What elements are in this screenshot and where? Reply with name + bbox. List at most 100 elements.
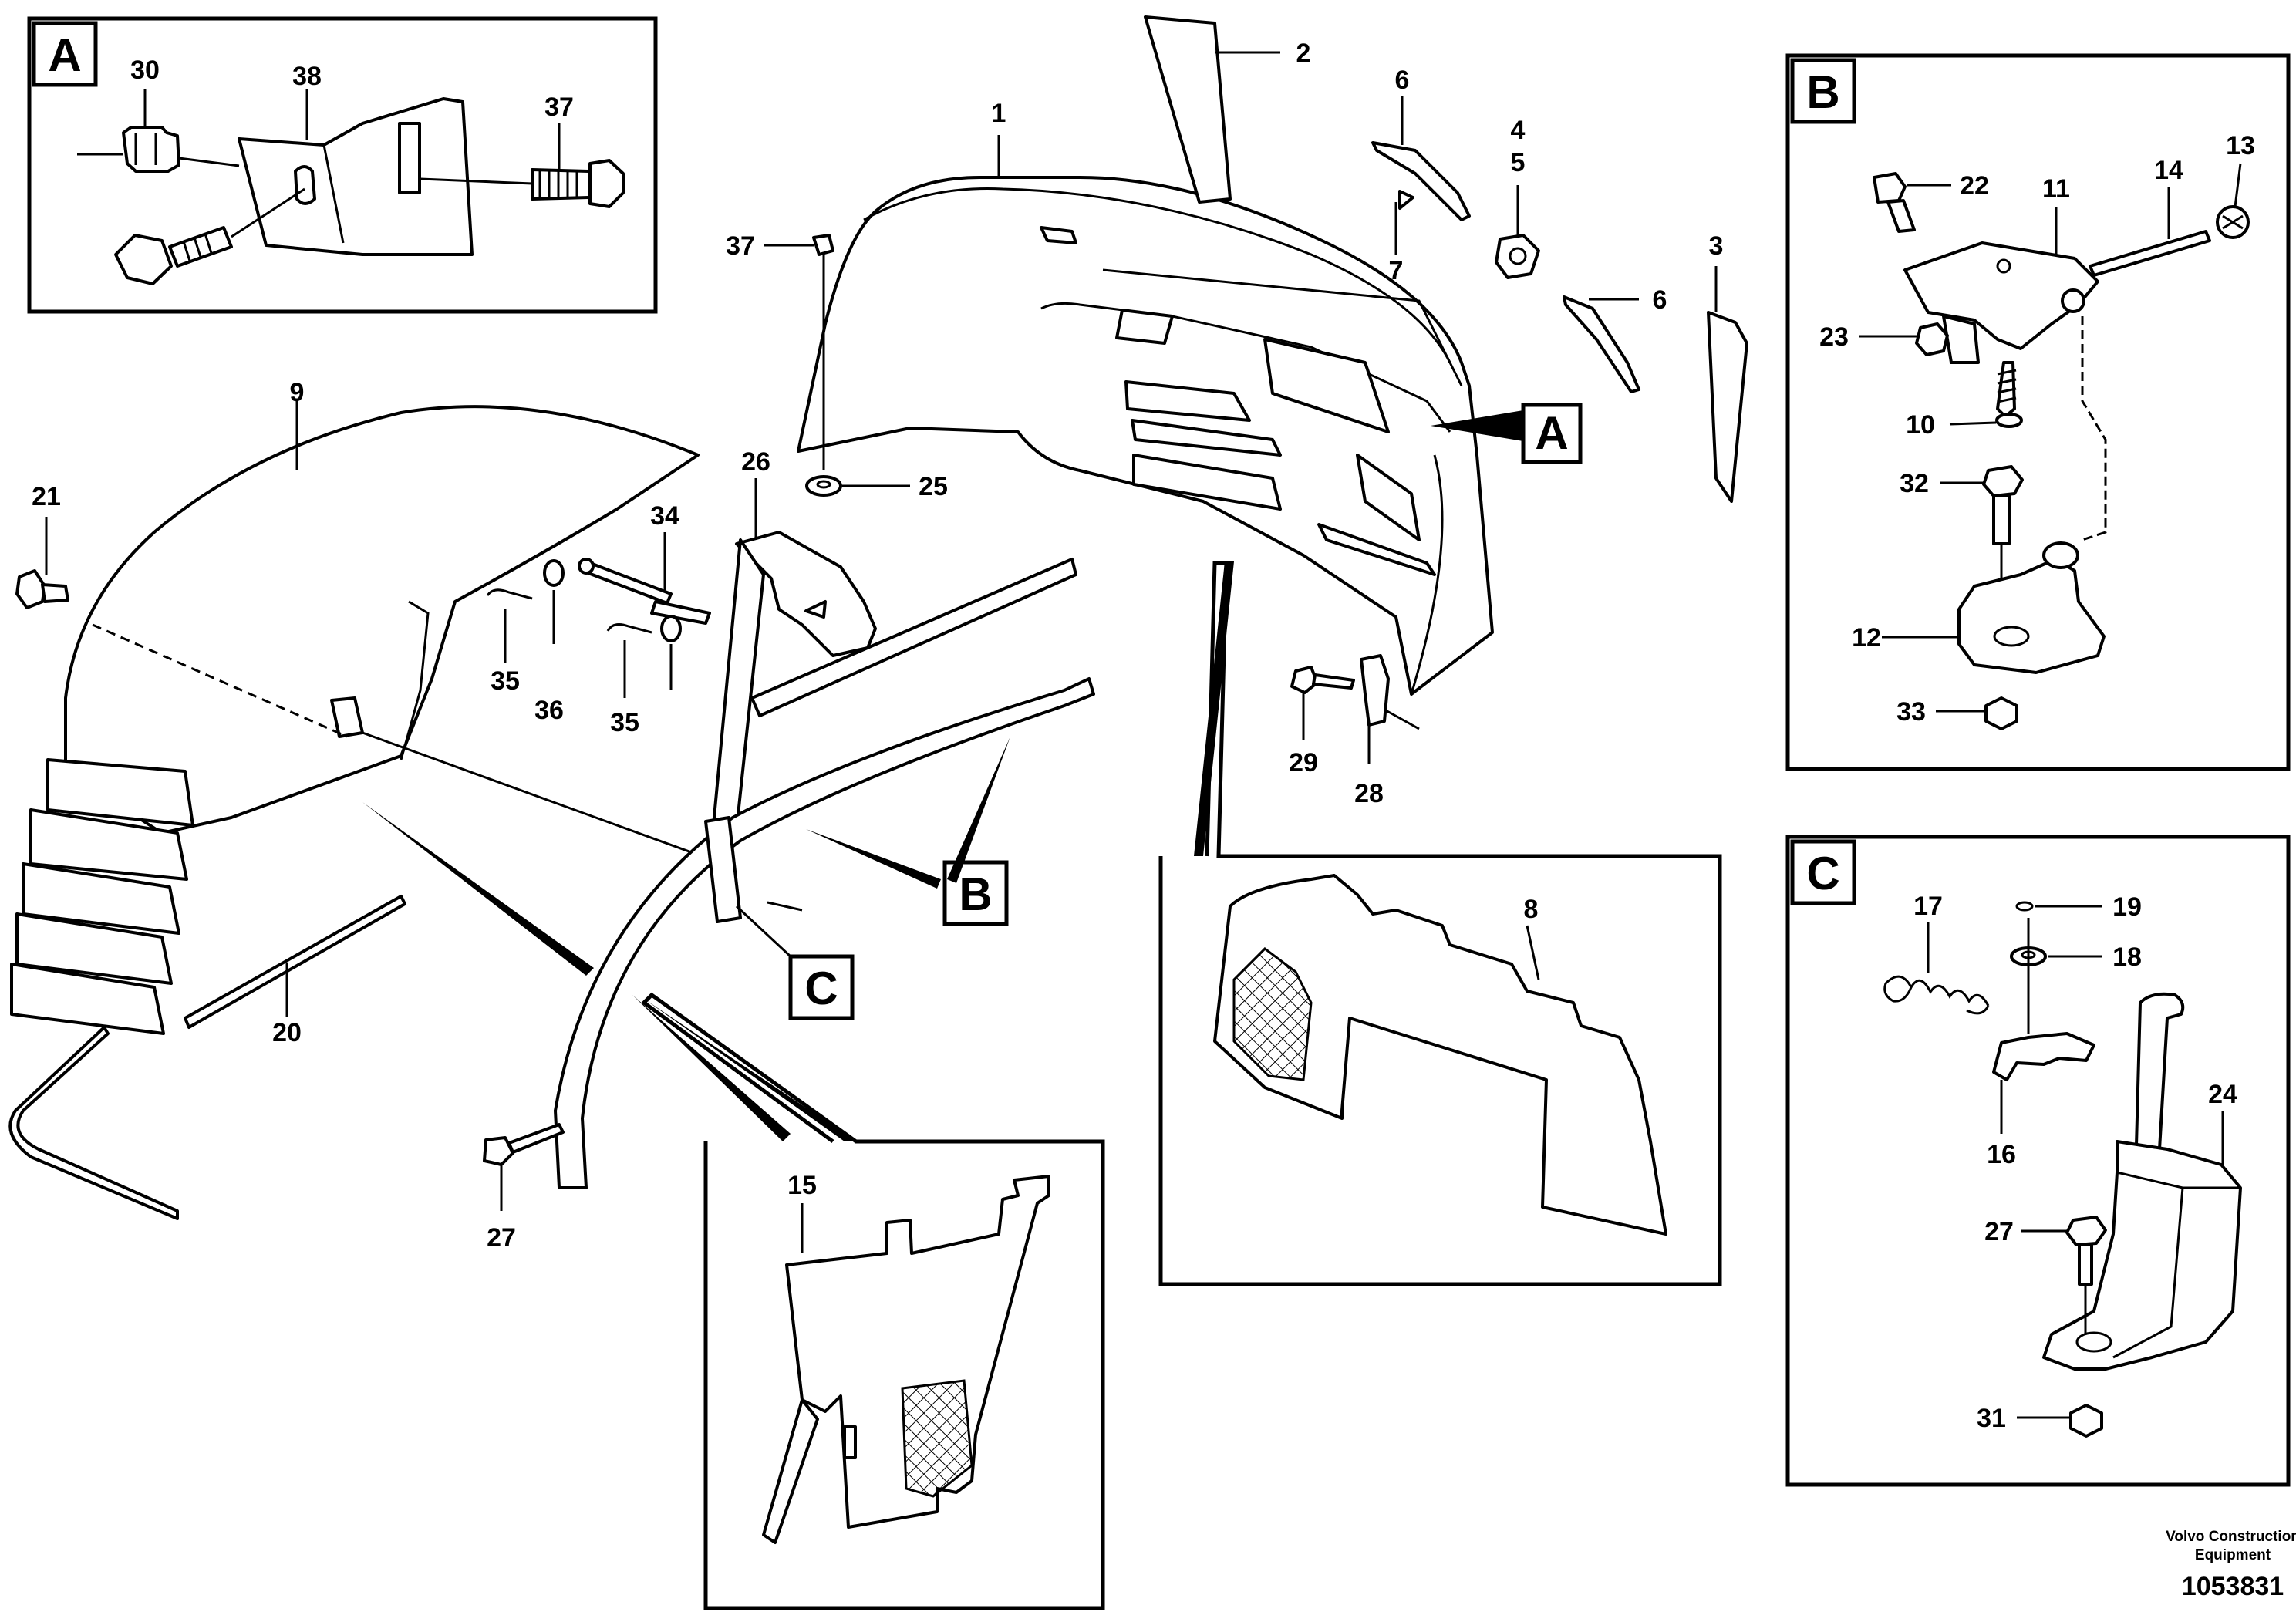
callout-19: 19 [2112,892,2142,922]
detail-c-callout: C [735,905,855,1020]
callout-35: 35 [491,666,520,696]
footer: Volvo Construction Equipment 1053831 [2166,1529,2296,1601]
callout-26: 26 [741,447,770,477]
clip-part-13: 13 [2216,131,2255,239]
clip-part-7: 7 [1389,190,1414,285]
callout-37-detail: 37 [544,93,574,122]
washer-part-36: 36 [534,559,565,725]
detail-c-panel: C 17 19 18 16 [1785,835,2291,1487]
callout-24: 24 [2208,1080,2237,1109]
hood-part-1: 1 [797,99,1494,696]
callout-30: 30 [130,56,160,85]
hinge-part-11: 11 [1903,174,2099,364]
callout-27b: 27 [1984,1217,2014,1246]
callout-11: 11 [2042,174,2070,204]
washer-part-36b [660,615,682,690]
spring-part-17: 17 [1883,892,1990,1015]
clip-part-35b: 35 [606,623,652,737]
callout-25: 25 [919,472,948,501]
callout-36: 36 [534,696,564,725]
callout-34: 34 [650,501,679,531]
bracket-part-24: 24 [2042,992,2242,1371]
callout-5: 5 [1511,148,1526,177]
washer-part-25: 25 [805,472,948,501]
bolt-part-22: 22 [1873,171,1989,233]
callout-35b: 35 [610,708,639,737]
callout-22: 22 [1960,171,1989,201]
callout-18: 18 [2112,943,2142,972]
clip-part-35: 35 [486,588,533,696]
nut-part-4-5: 4 5 [1495,116,1540,279]
pin-part-14: 14 [2089,156,2211,277]
callout-15: 15 [787,1171,817,1200]
callout-4: 4 [1511,116,1526,145]
brand-line-2: Equipment [2195,1547,2271,1563]
panel-part-8-inset: 8 [1158,561,1722,1286]
clip-part-28: 28 [1354,654,1420,808]
bolt-part-37: 37 [726,231,834,470]
callout-1: 1 [992,99,1006,128]
callout-27: 27 [487,1223,516,1253]
trim-part-6-upper: 6 [1371,66,1471,221]
callout-17: 17 [1913,892,1943,921]
callout-31: 31 [1977,1404,2006,1433]
clip-part-19: 19 [2015,892,2142,922]
callout-33: 33 [1896,697,1926,727]
nut-part-33: 33 [1896,696,2018,730]
pin-part-34: 34 [578,501,711,625]
callout-28: 28 [1354,779,1384,808]
callout-7: 7 [1389,256,1404,285]
detail-b-tag-pointer: B [959,868,992,920]
callout-38: 38 [292,62,322,91]
fender-part-9: 9 [10,378,700,1035]
callout-13: 13 [2226,131,2255,160]
latch-part-16: 16 [1987,1032,2095,1169]
detail-c-tag: C [1806,848,1839,899]
frame-tube [554,677,1095,1189]
callout-16: 16 [1987,1140,2016,1169]
callout-2: 2 [1296,39,1311,68]
nut-part-23: 23 [1819,322,1949,356]
callout-20: 20 [272,1018,302,1047]
washer-part-18: 18 [2010,918,2142,1034]
bracket-part-26: 26 [712,447,1077,831]
bracket-part-38 [238,97,474,256]
panel-part-15-inset: 15 [641,992,1105,1610]
callout-8: 8 [1524,895,1539,924]
callout-10: 10 [1906,410,1935,440]
callout-23: 23 [1819,322,1849,352]
callout-37: 37 [726,231,755,261]
detail-b-panel: B 22 11 14 13 [1785,53,2291,771]
detail-a-callout: A [1431,403,1583,464]
screw-part-10: 10 [1906,361,2023,440]
detail-a-tag-pointer: A [1535,407,1568,459]
callout-6: 6 [1395,66,1410,95]
trim-part-6-lower: 6 [1563,285,1667,393]
clip-part-30 [77,126,240,173]
callout-3: 3 [1709,231,1724,261]
panel-part-2: 2 [1144,15,1311,204]
seal-part-20: 20 [8,895,406,1220]
callout-21: 21 [32,482,61,511]
callout-32: 32 [1900,469,1929,498]
detail-b-tag: B [1806,66,1839,118]
detail-c-tag-pointer: C [804,963,838,1014]
brand-line-1: Volvo Construction [2166,1529,2296,1545]
bolt-part-27: 27 [483,1123,565,1253]
hinge-base-part-12: 12 [1852,541,2106,674]
bolt-part-37-detail [420,159,625,208]
callout-9: 9 [290,378,305,407]
callout-12: 12 [1852,623,1881,653]
callout-29: 29 [1289,748,1318,777]
drawing-number: 1053831 [2182,1572,2284,1601]
bolt-part-detail-a-lower [114,187,305,285]
nut-part-31: 31 [1977,1404,2103,1438]
strip-part-3: 3 [1707,231,1748,503]
bolt-part-27-detail-c: 27 [1984,1216,2107,1334]
detail-a-panel: A 30 [27,16,658,314]
callout-14: 14 [2154,156,2183,185]
detail-b-callout: B [806,737,1010,926]
fitting-part-21: 21 [15,482,69,609]
callout-6b: 6 [1653,285,1667,315]
